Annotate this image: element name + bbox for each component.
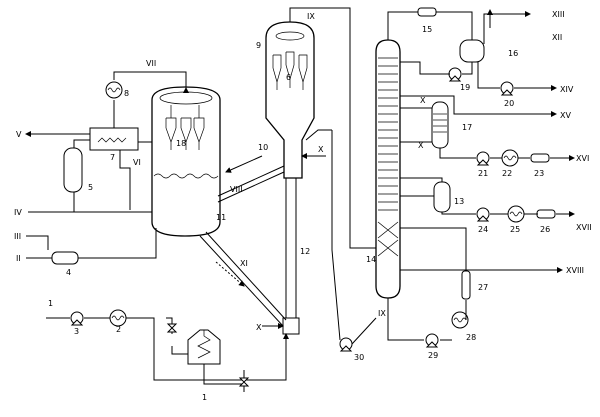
label-eq-13: 13	[454, 197, 464, 206]
label-stream-VI: VI	[133, 158, 141, 167]
label-eq-3: 3	[74, 327, 79, 336]
label-eq-23: 23	[534, 169, 544, 178]
side-stripper-17	[431, 101, 449, 149]
label-eq-10: 10	[258, 143, 268, 152]
fractionator-column-14	[375, 39, 401, 299]
label-eq-8: 8	[124, 89, 129, 98]
pump-19	[448, 67, 462, 82]
label-eq-18: 18	[176, 139, 186, 148]
label-eq-26: 26	[540, 225, 550, 234]
pump-29	[425, 333, 439, 348]
label-eq-7: 7	[110, 153, 115, 162]
label-eq-22: 22	[502, 169, 512, 178]
label-stream-XVIII: XVIII	[566, 266, 584, 275]
label-eq-12: 12	[300, 247, 310, 256]
label-stream-II: II	[16, 254, 21, 263]
label-x-col: X	[418, 141, 424, 150]
label-eq-30: 30	[354, 353, 364, 362]
label-stream-IV: IV	[14, 208, 22, 217]
label-stream-III: III	[14, 232, 21, 241]
label-stream-XVI: XVI	[576, 154, 589, 163]
label-x-col2: X	[420, 96, 426, 105]
labels: 1 II III IV V VI VII VIII IX XI XII XIII…	[14, 10, 592, 402]
label-stream-XV: XV	[560, 111, 571, 120]
label-stream-1: 1	[48, 299, 53, 308]
heat-exchanger-22	[501, 149, 519, 167]
label-stream-XIV: XIV	[560, 85, 574, 94]
label-eq-19: 19	[460, 83, 470, 92]
pump-3	[70, 311, 84, 326]
label-stream-VIII: VIII	[230, 185, 243, 194]
valves	[166, 323, 250, 387]
side-stripper-13	[433, 181, 451, 213]
label-eq-17: 17	[462, 123, 472, 132]
label-x-reactor: X	[318, 145, 324, 154]
heater-4	[51, 251, 79, 265]
label-stream-XVII: XVII	[576, 223, 592, 232]
pump-24	[476, 207, 490, 222]
label-stream-VII: VII	[146, 59, 156, 68]
pump-21	[476, 151, 490, 166]
feed-valve	[166, 323, 178, 333]
heat-exchanger-25	[507, 205, 525, 223]
label-eq-6: 6	[286, 73, 291, 82]
label-eq-2: 2	[116, 325, 121, 334]
reactor-vessel	[265, 21, 315, 179]
cooler-26	[536, 209, 556, 219]
cooler-23	[530, 153, 550, 163]
label-eq-27: 27	[478, 283, 488, 292]
reflux-drum-16	[459, 39, 485, 63]
label-eq-11: 11	[216, 213, 226, 222]
label-eq-15: 15	[422, 25, 432, 34]
riser-base-mixer	[282, 317, 300, 335]
vessel-5	[63, 147, 83, 193]
heat-exchanger-8	[105, 81, 123, 99]
label-eq-29: 29	[428, 351, 438, 360]
reactor-cyclones-6	[272, 51, 308, 90]
label-eq-1: 1	[202, 393, 207, 402]
label-stream-XIII: XIII	[552, 10, 565, 19]
regenerator-cyclones-18	[165, 105, 205, 150]
piping	[25, 7, 575, 392]
label-stream-IX-col: IX	[378, 309, 386, 318]
air-heater-7	[89, 127, 139, 151]
label-stream-V: V	[16, 130, 22, 139]
label-eq-20: 20	[504, 99, 514, 108]
label-eq-14: 14	[366, 255, 376, 264]
coolers	[417, 7, 556, 300]
riser-12	[282, 178, 300, 335]
pump-30	[339, 337, 353, 352]
label-eq-24: 24	[478, 225, 488, 234]
label-stream-XII: XII	[552, 33, 562, 42]
label-x-riser: X	[256, 323, 262, 332]
regenerator-vessel	[151, 86, 221, 237]
cooler-15	[417, 7, 437, 17]
label-stream-IX: IX	[307, 12, 315, 21]
column-trays	[378, 57, 398, 211]
label-eq-16: 16	[508, 49, 518, 58]
furnace-1	[187, 329, 221, 365]
cooler-27	[461, 270, 471, 300]
label-eq-21: 21	[478, 169, 488, 178]
heat-exchangers	[105, 81, 525, 329]
label-eq-4: 4	[66, 268, 71, 277]
label-eq-5: 5	[88, 183, 93, 192]
pumps	[70, 67, 514, 352]
pump-20	[500, 81, 514, 96]
heat-exchanger-2	[109, 309, 127, 327]
label-eq-9: 9	[256, 41, 261, 50]
label-stream-XI: XI	[240, 259, 248, 268]
label-eq-28: 28	[466, 333, 476, 342]
label-eq-25: 25	[510, 225, 520, 234]
heat-exchanger-28	[451, 311, 469, 329]
fuel-valve	[238, 377, 250, 387]
